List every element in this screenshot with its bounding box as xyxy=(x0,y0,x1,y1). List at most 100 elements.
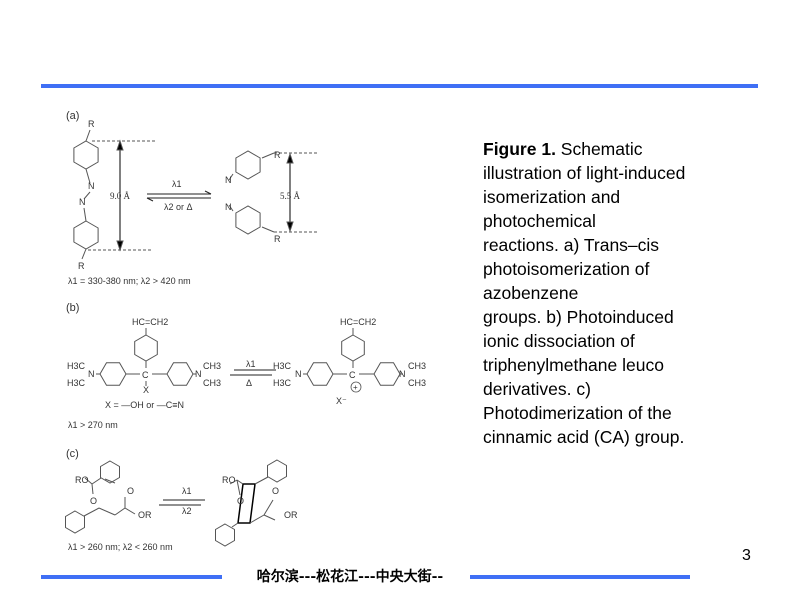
reverse-label: λ2 or Δ xyxy=(164,202,193,212)
forward-label: λ1 xyxy=(172,179,182,189)
caption-line: illustration of light-induced xyxy=(483,163,686,183)
bond xyxy=(91,477,102,485)
vinyl-group: HC=CH2 xyxy=(132,317,168,327)
benzene-ring xyxy=(134,334,158,362)
methyl: H3C xyxy=(67,361,86,371)
bond xyxy=(104,478,116,484)
bond xyxy=(231,522,239,528)
forward-label: λ1 xyxy=(182,486,192,496)
n-atom: N xyxy=(88,369,95,379)
bond xyxy=(98,507,116,516)
bond xyxy=(81,248,87,260)
benzene-ring xyxy=(373,362,401,386)
bond xyxy=(124,507,136,515)
bond xyxy=(83,191,91,200)
panel-b-condition: λ1 > 270 nm xyxy=(68,420,118,430)
methyl: CH3 xyxy=(408,361,426,371)
panel-c-condition: λ1 > 260 nm; λ2 < 260 nm xyxy=(68,542,173,552)
r-group: R xyxy=(78,261,85,271)
carbonyl-oxygen: O xyxy=(237,496,244,506)
n-atom: N xyxy=(79,197,86,207)
benzene-ring xyxy=(166,362,194,386)
x-definition: X = —OH or —C≡N xyxy=(105,400,184,410)
bond xyxy=(263,499,274,516)
bond xyxy=(236,479,241,496)
caption-line: isomerization and xyxy=(483,187,621,207)
caption-line: Photodimerization of the xyxy=(483,403,672,423)
caption-line: groups. b) Photoinduced xyxy=(483,307,674,327)
methyl: H3C xyxy=(273,361,292,371)
carbonyl-oxygen: O xyxy=(272,486,279,496)
n-atom: N xyxy=(195,369,202,379)
bond xyxy=(91,483,94,495)
caption-text: Schematic xyxy=(555,139,643,159)
bond xyxy=(228,204,234,212)
bond xyxy=(263,514,276,521)
benzene-ring xyxy=(267,459,287,483)
bond xyxy=(84,477,93,485)
bond xyxy=(146,197,154,202)
n-atom: N xyxy=(88,181,95,191)
reverse-label: Δ xyxy=(246,378,252,388)
caption-line: reactions. a) Trans–cis xyxy=(483,235,660,255)
bond xyxy=(254,476,269,485)
methyl: CH3 xyxy=(203,361,221,371)
n-atom: N xyxy=(225,202,232,212)
methyl: H3C xyxy=(273,378,292,388)
benzene-ring xyxy=(100,460,120,484)
bond xyxy=(83,507,100,517)
plus-charge: + xyxy=(353,383,358,392)
counter-anion: X⁻ xyxy=(336,396,347,406)
bond xyxy=(261,226,275,233)
caption-line: derivatives. c) xyxy=(483,379,591,399)
r-group: R xyxy=(274,150,281,160)
footer-rule-right xyxy=(470,575,690,579)
caption-line: azobenzene xyxy=(483,283,579,303)
caption-line: Figure 1. Schematic xyxy=(483,137,733,161)
r-group: R xyxy=(274,234,281,244)
arrow-head xyxy=(286,152,294,164)
bond xyxy=(249,514,265,524)
benzene-ring xyxy=(215,523,235,547)
ester-group: RO xyxy=(222,475,236,485)
bond xyxy=(83,207,87,222)
arrow-head xyxy=(116,139,124,151)
panel-a-condition: λ1 = 330-380 nm; λ2 > 420 nm xyxy=(68,276,191,286)
bond xyxy=(236,479,244,485)
caption-line: photochemical xyxy=(483,211,596,231)
plus-charge-circle xyxy=(350,381,362,393)
ester-group: RO xyxy=(75,475,89,485)
methyl: H3C xyxy=(67,378,86,388)
benzene-ring xyxy=(73,220,99,250)
bond xyxy=(85,168,91,184)
methyl: CH3 xyxy=(203,378,221,388)
footer-rule-left xyxy=(41,575,222,579)
bond xyxy=(229,479,238,485)
footer-text: 哈尔滨---松花江---中央大街-- xyxy=(256,569,444,585)
bond-lines xyxy=(65,129,403,547)
benzene-ring xyxy=(235,150,261,180)
panel-b-label: (b) xyxy=(66,302,79,314)
benzene-ring xyxy=(235,205,261,235)
arrow-head xyxy=(286,221,294,233)
top-rule xyxy=(41,84,758,88)
figure-caption: Figure 1. Schematic illustration of ligh… xyxy=(483,137,733,449)
caption-line: photoisomerization of xyxy=(483,259,650,279)
benzene-ring xyxy=(99,362,127,386)
panel-a-label: (a) xyxy=(66,110,79,122)
bond xyxy=(204,190,212,195)
reverse-label: λ2 xyxy=(182,506,192,516)
n-atom: N xyxy=(295,369,302,379)
benzene-ring xyxy=(65,510,85,534)
x-group: X xyxy=(143,385,149,395)
forward-label: λ1 xyxy=(246,359,256,369)
benzene-ring xyxy=(306,362,334,386)
arrow-head xyxy=(116,240,124,252)
caption-title: Figure 1. xyxy=(483,139,556,159)
vinyl-group: HC=CH2 xyxy=(340,317,376,327)
benzene-ring xyxy=(341,334,365,362)
cis-distance: 5.5 Å xyxy=(280,191,301,201)
page-number: 3 xyxy=(742,547,751,564)
bond xyxy=(261,152,275,159)
